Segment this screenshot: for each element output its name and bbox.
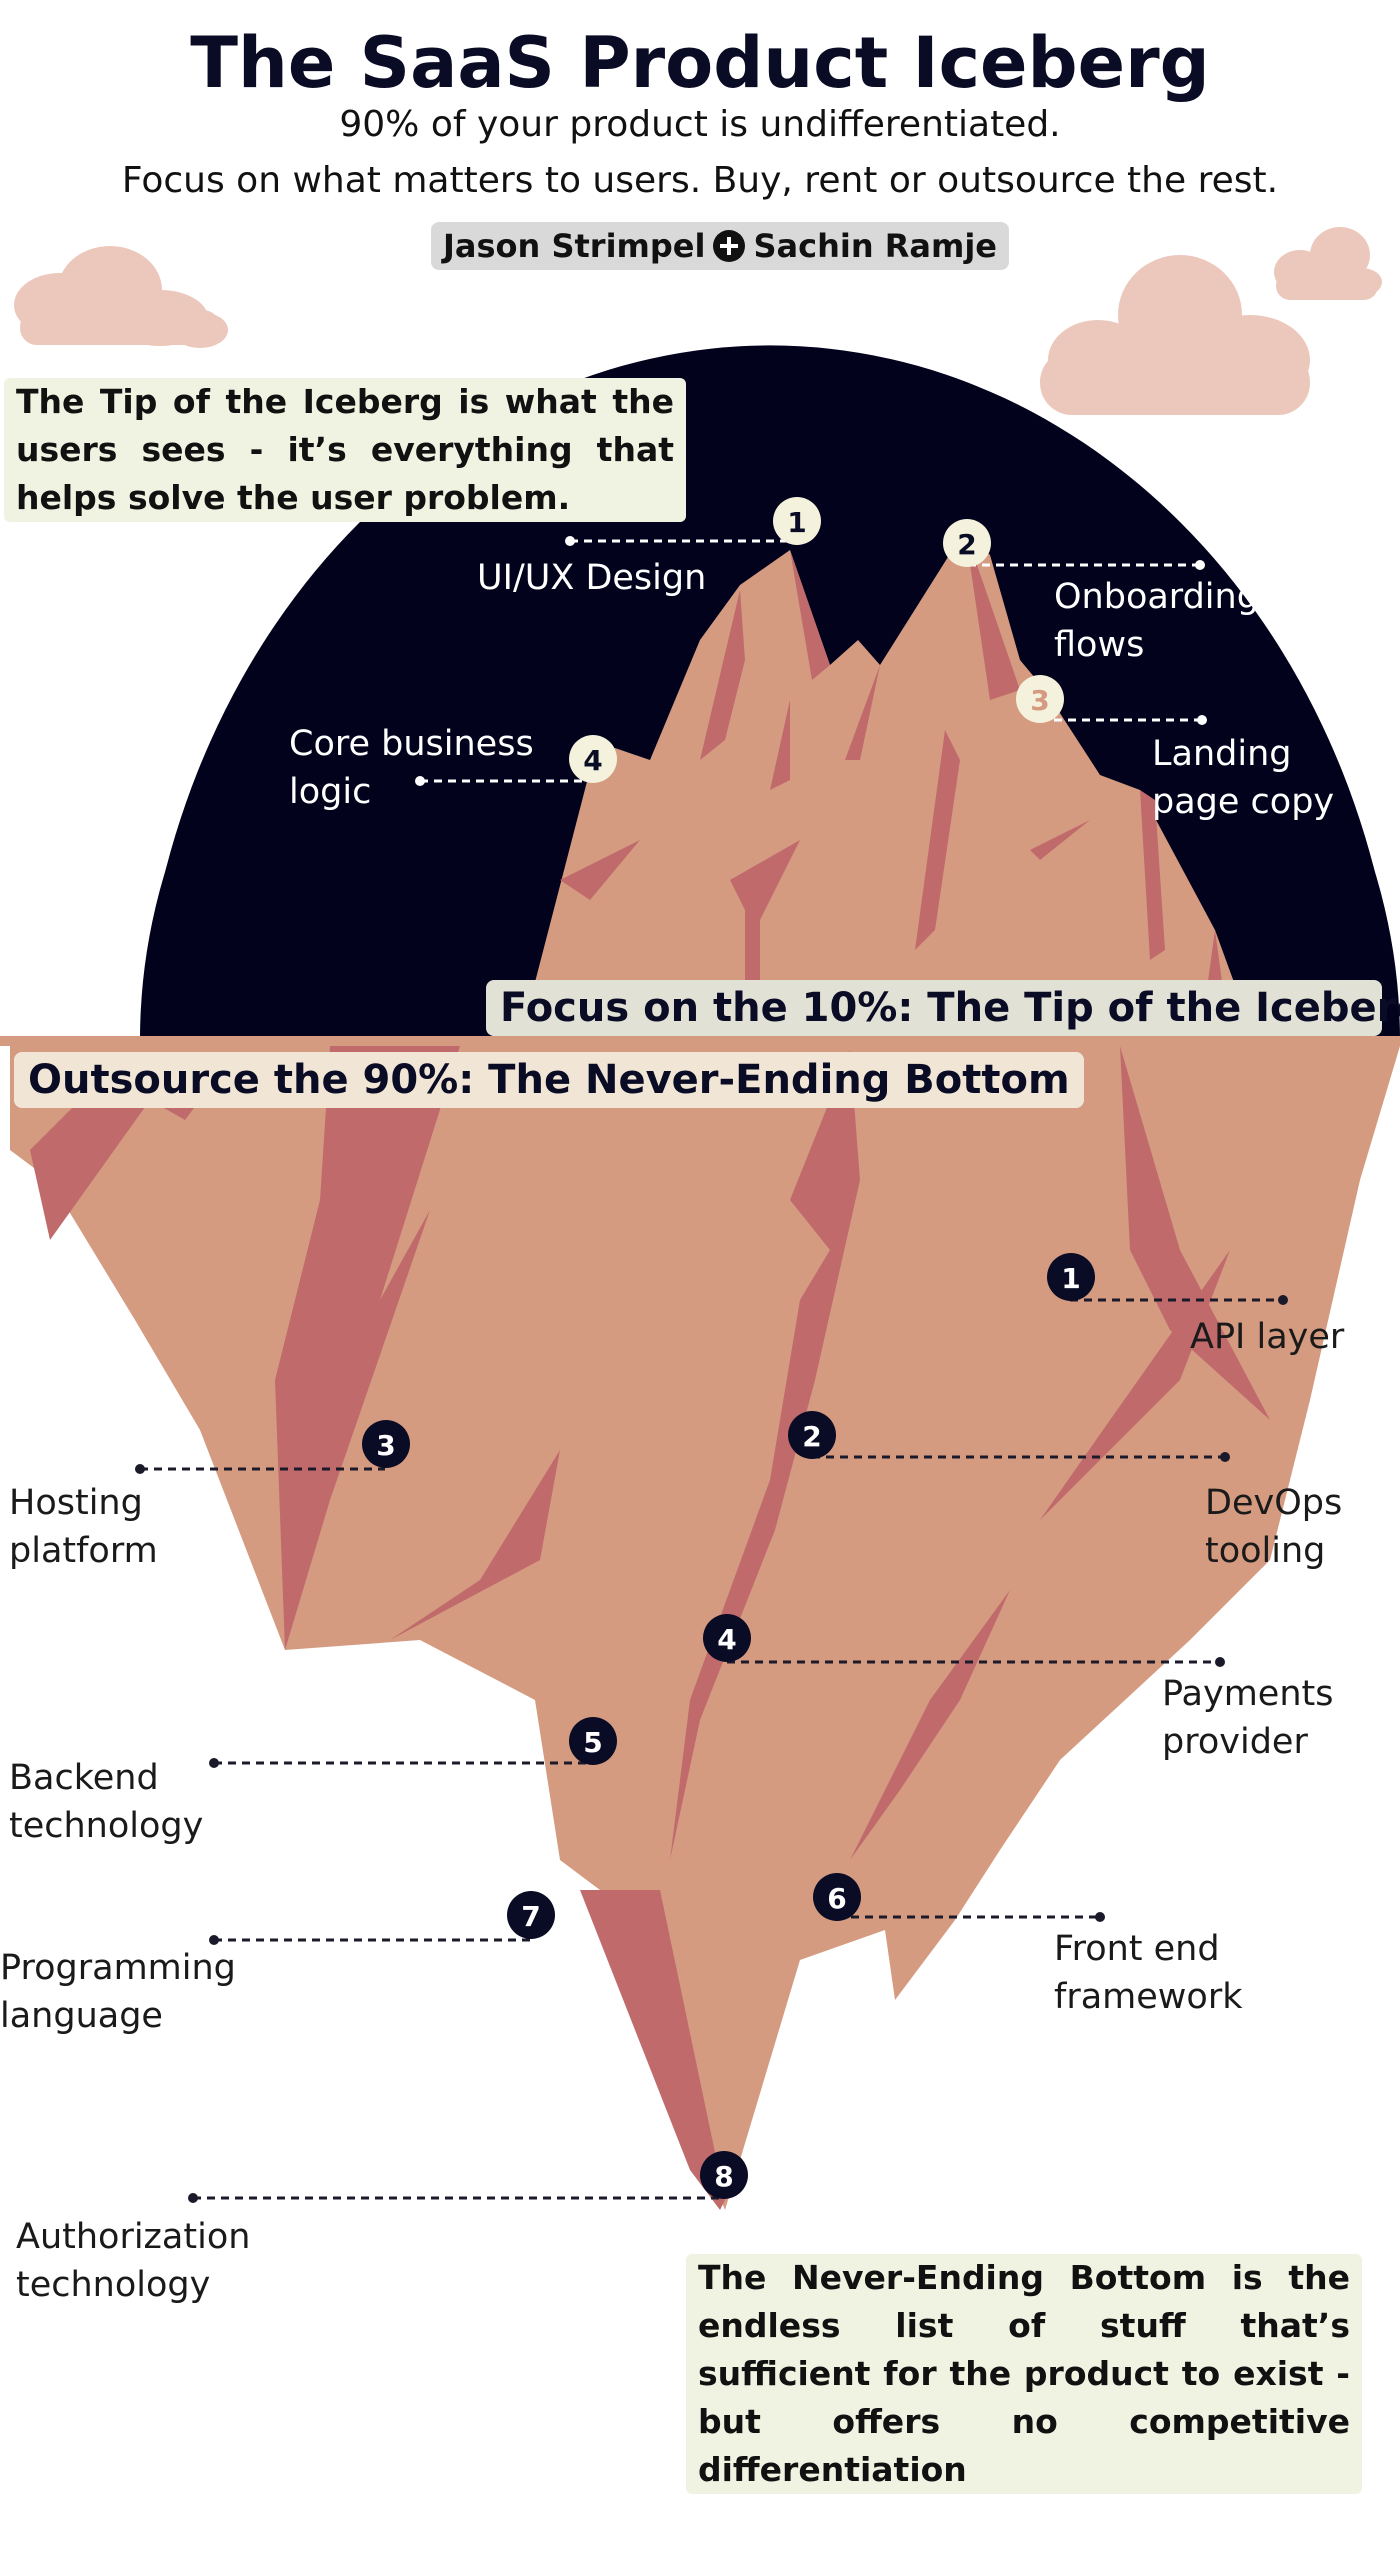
label-line: Hosting (9, 1483, 143, 1523)
bottom-label-2: DevOps tooling (1205, 1479, 1342, 1575)
bottom-badge-6: 6 (813, 1873, 861, 1921)
tip-description: The Tip of the Iceberg is what the users… (4, 378, 686, 522)
label-line: flows (1054, 625, 1145, 665)
label-line: page copy (1152, 782, 1335, 822)
tip-label-4: Core business logic (289, 720, 534, 816)
bottom-badge-number: 4 (717, 1623, 736, 1656)
bottom-badge-number: 5 (583, 1726, 602, 1759)
author-name: Sachin Ramje (753, 227, 997, 265)
bottom-badge-number: 8 (714, 2160, 733, 2193)
tip-badge-number: 4 (583, 744, 602, 777)
label-line: Onboarding (1054, 577, 1259, 617)
subtitle-line-2: Focus on what matters to users. Buy, ren… (121, 160, 1279, 201)
label-line: API layer (1190, 1317, 1345, 1357)
tip-badge-3: 3 (1016, 675, 1064, 723)
bottom-badge-number: 6 (827, 1882, 846, 1915)
authors-badge: Jason Strimpel Sachin Ramje (431, 222, 1009, 270)
bottom-label-5: Backend technology (9, 1754, 203, 1850)
subtitle-line-1: 90% of your product is undifferentiated. (339, 104, 1061, 145)
bottom-badge-5: 5 (569, 1717, 617, 1765)
bottom-badge-7: 7 (507, 1891, 555, 1939)
tip-badge-1: 1 (773, 497, 821, 545)
iceberg-tip (520, 530, 1255, 1040)
label-line: Core business (289, 724, 534, 764)
label-line: Authorization (16, 2217, 251, 2257)
bottom-badge-8: 8 (700, 2151, 748, 2199)
tip-label-3: Landing page copy (1152, 730, 1334, 826)
bottom-badge-number: 1 (1061, 1262, 1080, 1295)
label-line: Backend (9, 1758, 159, 1798)
bottom-label-8: Authorization technology (16, 2213, 250, 2309)
cloud-right (1040, 255, 1310, 415)
bottom-badge-number: 3 (376, 1429, 395, 1462)
cloud-small (1274, 227, 1382, 300)
bottom-badge-number: 2 (802, 1420, 821, 1453)
plus-circle-icon (713, 230, 746, 262)
tip-label-1: UI/UX Design (477, 554, 706, 602)
label-line: logic (289, 772, 372, 812)
bottom-label-4: Payments provider (1162, 1670, 1333, 1766)
bottom-label-3: Hosting platform (9, 1479, 158, 1575)
cloud-left (14, 246, 228, 348)
bottom-badge-4: 4 (703, 1614, 751, 1662)
bottom-badge-number: 7 (521, 1900, 540, 1933)
label-line: DevOps (1205, 1483, 1343, 1523)
label-line: Payments (1162, 1674, 1334, 1714)
label-line: UI/UX Design (477, 558, 707, 598)
bottom-banner: Outsource the 90%: The Never-Ending Bott… (14, 1052, 1084, 1108)
label-line: tooling (1205, 1531, 1326, 1571)
label-line: technology (9, 1806, 204, 1846)
label-line: platform (9, 1531, 158, 1571)
label-line: language (0, 1996, 163, 2036)
author-name: Jason Strimpel (443, 227, 706, 265)
label-line: Landing (1152, 734, 1292, 774)
tip-badge-number: 3 (1030, 684, 1049, 717)
label-line: provider (1162, 1722, 1308, 1762)
bottom-description: The Never-Ending Bottom is the endless l… (686, 2254, 1362, 2494)
label-line: framework (1054, 1977, 1243, 2017)
label-line: technology (16, 2265, 211, 2305)
bottom-badge-1: 1 (1047, 1253, 1095, 1301)
label-line: Front end (1054, 1929, 1220, 1969)
page-title: The SaaS Product Iceberg (190, 22, 1210, 104)
tip-banner: Focus on the 10%: The Tip of the Iceberg (486, 980, 1400, 1036)
bottom-badge-3: 3 (362, 1420, 410, 1468)
bottom-label-6: Front end framework (1054, 1925, 1242, 2021)
bottom-badge-2: 2 (788, 1411, 836, 1459)
tip-label-2: Onboarding flows (1054, 573, 1259, 669)
tip-badge-4: 4 (569, 735, 617, 783)
bottom-label-7: Programming language (0, 1944, 236, 2040)
label-line: Programming (0, 1948, 236, 1988)
tip-badge-number: 2 (957, 528, 976, 561)
tip-badge-2: 2 (943, 519, 991, 567)
tip-badge-number: 1 (787, 506, 806, 539)
bottom-label-1: API layer (1190, 1313, 1344, 1361)
